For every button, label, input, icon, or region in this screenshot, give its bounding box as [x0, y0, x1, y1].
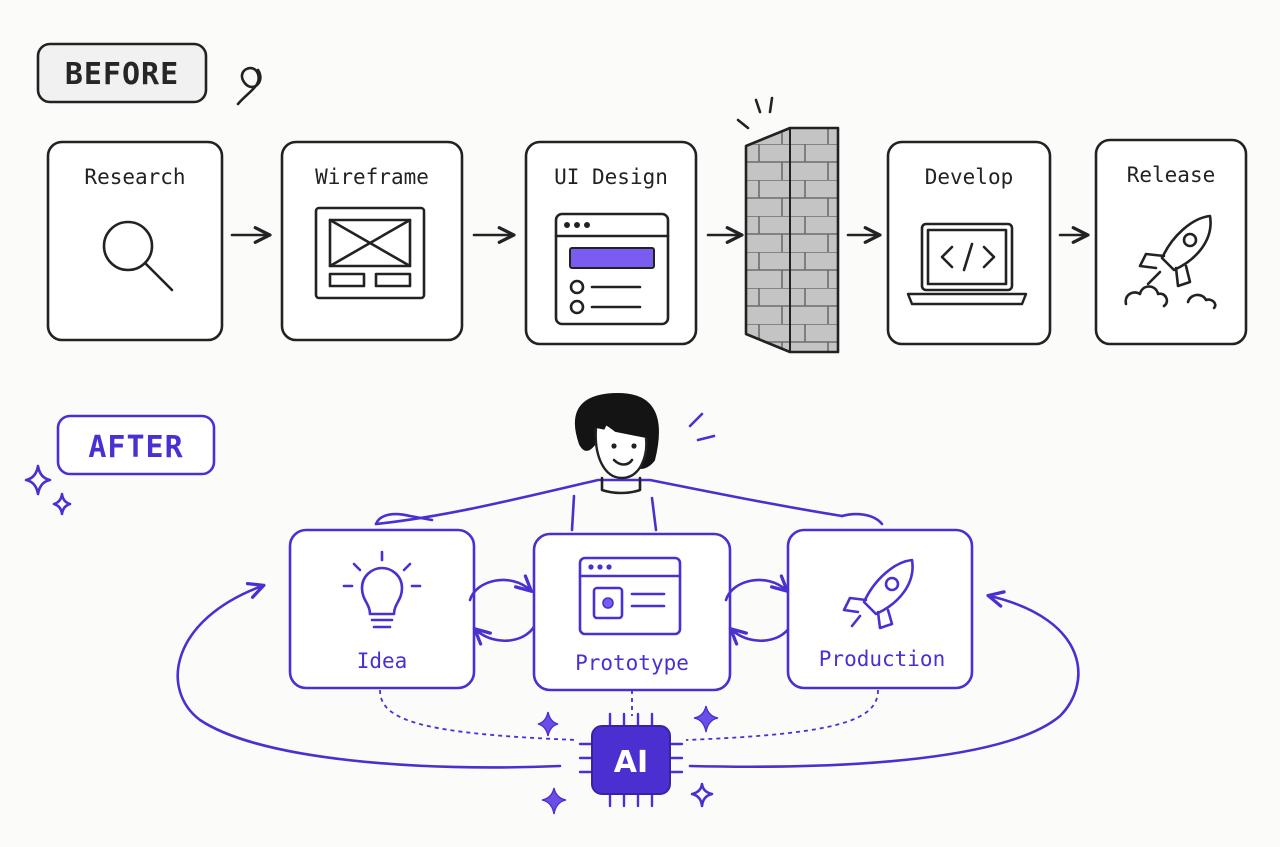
loop-arrow-right	[688, 596, 1080, 769]
step-title: Prototype	[575, 651, 689, 675]
laptop-code-icon	[906, 222, 1028, 306]
rocket-icon	[842, 558, 914, 630]
before-label-box	[36, 42, 208, 104]
step-title: Idea	[357, 649, 408, 673]
magnifier-icon	[102, 220, 174, 292]
browser-window-icon	[554, 212, 670, 326]
dashed-connector	[685, 689, 879, 741]
step-card-wireframe: Wireframe	[280, 140, 464, 342]
step-title: Wireframe	[315, 165, 429, 189]
loop-arrow-left	[176, 586, 562, 769]
after-label-box	[56, 414, 216, 476]
sparkle-icon	[24, 464, 72, 516]
ai-chip-icon: AI	[578, 712, 684, 808]
cycle-arrows-icon	[468, 580, 538, 641]
cycle-arrows-icon	[724, 580, 794, 641]
after-label: AFTER	[88, 430, 183, 465]
brick-wall-icon	[736, 96, 840, 354]
sparkle-icon	[537, 705, 719, 815]
step-title: Production	[819, 647, 945, 671]
step-title: Research	[84, 165, 185, 189]
step-card-idea: Idea	[288, 528, 476, 690]
before-section: BEFORE Research Wireframe	[36, 42, 1248, 354]
lightbulb-icon	[342, 550, 422, 629]
before-label: BEFORE	[65, 57, 179, 92]
step-card-ui-design: UI Design	[524, 140, 698, 346]
step-card-production: Production	[786, 528, 974, 690]
step-card-release: Release	[1094, 138, 1248, 346]
wireframe-icon	[314, 206, 426, 300]
step-title: UI Design	[554, 165, 668, 189]
step-card-develop: Develop	[886, 140, 1052, 346]
prototype-window-icon	[578, 556, 682, 636]
after-section: AFTER Idea	[24, 392, 1080, 815]
dashed-connector	[379, 689, 579, 741]
step-title: Develop	[925, 165, 1014, 189]
step-card-research: Research	[46, 140, 224, 342]
doodle-swirl	[236, 66, 262, 106]
rocket-icon	[1124, 214, 1217, 310]
step-card-prototype: Prototype	[532, 532, 732, 692]
person-illustration	[374, 392, 884, 532]
ai-core-label: AI	[614, 745, 648, 780]
step-title: Release	[1127, 163, 1216, 187]
